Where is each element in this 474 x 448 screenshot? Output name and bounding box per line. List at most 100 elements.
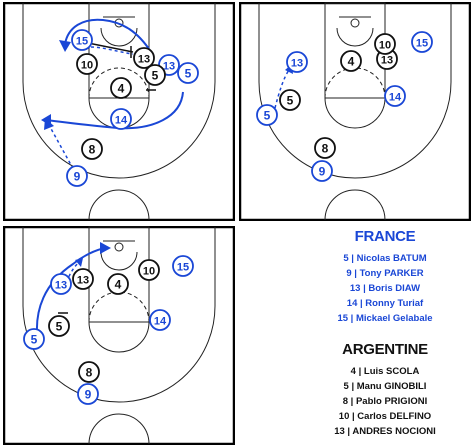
roster-entry: 15 | Mickael Gelabale <box>337 313 433 324</box>
player-marker-france-9: 9 <box>66 165 88 187</box>
player-number: 15 <box>416 38 428 50</box>
roster-entry: 9 | Tony PARKER <box>346 268 424 279</box>
team-title-argentina: ARGENTINE <box>342 341 428 358</box>
player-marker-ring <box>78 361 100 383</box>
player-marker-ring <box>110 108 132 130</box>
player-number: 5 <box>287 94 294 108</box>
player-number: 4 <box>115 278 122 292</box>
player-number: 13 <box>381 55 393 67</box>
player-marker-france-5: 5 <box>177 62 199 84</box>
player-marker-ring <box>133 47 155 69</box>
player-number: 14 <box>154 316 167 328</box>
player-number: 14 <box>389 92 402 104</box>
player-marker-argentina-4: 4 <box>340 50 362 72</box>
player-marker-france-9: 9 <box>311 160 333 182</box>
player-number: 10 <box>81 60 93 72</box>
player-marker-ring <box>77 383 99 405</box>
player-marker-argentina-13: 13 <box>133 47 155 69</box>
player-number: 13 <box>55 280 67 292</box>
roster-entry: 13 | Boris DIAW <box>349 283 421 294</box>
roster-entry: 4 | Luis SCOLA <box>350 366 420 377</box>
player-marker-ring <box>48 315 70 337</box>
player-marker-france-14: 14 <box>384 85 406 107</box>
player-marker-france-5: 5 <box>256 104 278 126</box>
player-marker-argentina-5: 5 <box>144 64 166 86</box>
arrows <box>35 242 111 334</box>
player-marker-ring <box>256 104 278 126</box>
player-marker-france-14: 14 <box>149 309 171 331</box>
player-marker-ring <box>286 51 308 73</box>
player-number: 13 <box>163 61 175 73</box>
player-marker-ring <box>66 165 88 187</box>
player-number: 5 <box>31 333 38 347</box>
player-marker-ring <box>384 85 406 107</box>
player-number: 9 <box>85 388 92 402</box>
player-marker-ring <box>177 62 199 84</box>
roster-argentina: 4 | Luis SCOLA 5 | Manu GINOBILI 8 | Pab… <box>300 364 470 439</box>
legend-argentina: ARGENTINE 4 | Luis SCOLA 5 | Manu GINOBI… <box>300 341 470 439</box>
roster-entry: 8 | Pablo PRIGIONI <box>342 396 428 407</box>
player-number: 8 <box>86 366 93 380</box>
player-number: 9 <box>319 165 326 179</box>
player-marker-argentina-8: 8 <box>81 138 103 160</box>
player-marker-argentina-13: 13 <box>72 268 94 290</box>
player-marker-ring <box>411 31 433 53</box>
player-number: 5 <box>264 109 271 123</box>
player-marker-ring <box>23 328 45 350</box>
player-marker-ring <box>311 160 333 182</box>
roster-entry: 5 | Nicolas BATUM <box>343 253 427 264</box>
player-number: 13 <box>291 58 303 70</box>
player-marker-argentina-8: 8 <box>78 361 100 383</box>
player-marker-france-13: 13 <box>286 51 308 73</box>
player-number: 4 <box>348 55 355 69</box>
player-marker-ring <box>72 268 94 290</box>
player-marker-argentina-10: 10 <box>374 33 396 55</box>
player-number: 5 <box>56 320 63 334</box>
player-number: 4 <box>118 82 125 96</box>
player-marker-ring <box>340 50 362 72</box>
player-marker-argentina-4: 4 <box>110 77 132 99</box>
player-marker-argentina-13: 13 <box>376 48 398 70</box>
player-marker-argentina-4: 4 <box>107 273 129 295</box>
arrows <box>41 18 184 175</box>
player-marker-ring <box>172 255 194 277</box>
roster-entry: 10 | Carlos DELFINO <box>338 411 432 422</box>
player-marker-france-14: 14 <box>110 108 132 130</box>
roster-entry: 5 | Manu GINOBILI <box>343 381 427 392</box>
play-diagram-bottom-left: 13 10 15 13 4 5 14 5 8 9 <box>3 226 235 445</box>
player-marker-ring <box>144 64 166 86</box>
player-number: 5 <box>152 69 159 83</box>
player-marker-ring <box>81 138 103 160</box>
player-marker-ring <box>138 259 160 281</box>
player-marker-ring <box>149 309 171 331</box>
roster-entry: 13 | ANDRES NOCIONI <box>334 426 436 437</box>
player-marker-france-9: 9 <box>77 383 99 405</box>
player-marker-ring <box>76 53 98 75</box>
player-number: 14 <box>115 115 128 127</box>
player-marker-ring <box>107 273 129 295</box>
team-title-france: FRANCE <box>354 228 416 245</box>
player-marker-ring <box>314 137 336 159</box>
player-marker-argentina-5: 5 <box>48 315 70 337</box>
player-marker-france-15: 15 <box>411 31 433 53</box>
legend-france: FRANCE 5 | Nicolas BATUM 9 | Tony PARKER… <box>300 228 470 326</box>
player-marker-france-15: 15 <box>172 255 194 277</box>
player-marker-ring <box>50 273 72 295</box>
player-number: 8 <box>322 142 329 156</box>
player-marker-argentina-5: 5 <box>279 89 301 111</box>
player-marker-ring <box>110 77 132 99</box>
player-number: 13 <box>77 275 89 287</box>
player-number: 8 <box>89 143 96 157</box>
player-marker-france-5: 5 <box>23 328 45 350</box>
player-number: 10 <box>379 40 391 52</box>
player-number: 13 <box>138 54 150 66</box>
roster-france: 5 | Nicolas BATUM 9 | Tony PARKER 13 | B… <box>300 251 470 326</box>
play-diagram-top-right: 13 10 15 13 4 5 14 5 8 9 <box>239 2 471 221</box>
player-number: 15 <box>177 262 189 274</box>
roster-entry: 14 | Ronny Turiaf <box>346 298 424 309</box>
player-marker-ring <box>71 29 93 51</box>
player-marker-france-15: 15 <box>71 29 93 51</box>
player-marker-ring <box>374 33 396 55</box>
player-number: 5 <box>185 67 192 81</box>
player-number: 10 <box>143 266 155 278</box>
